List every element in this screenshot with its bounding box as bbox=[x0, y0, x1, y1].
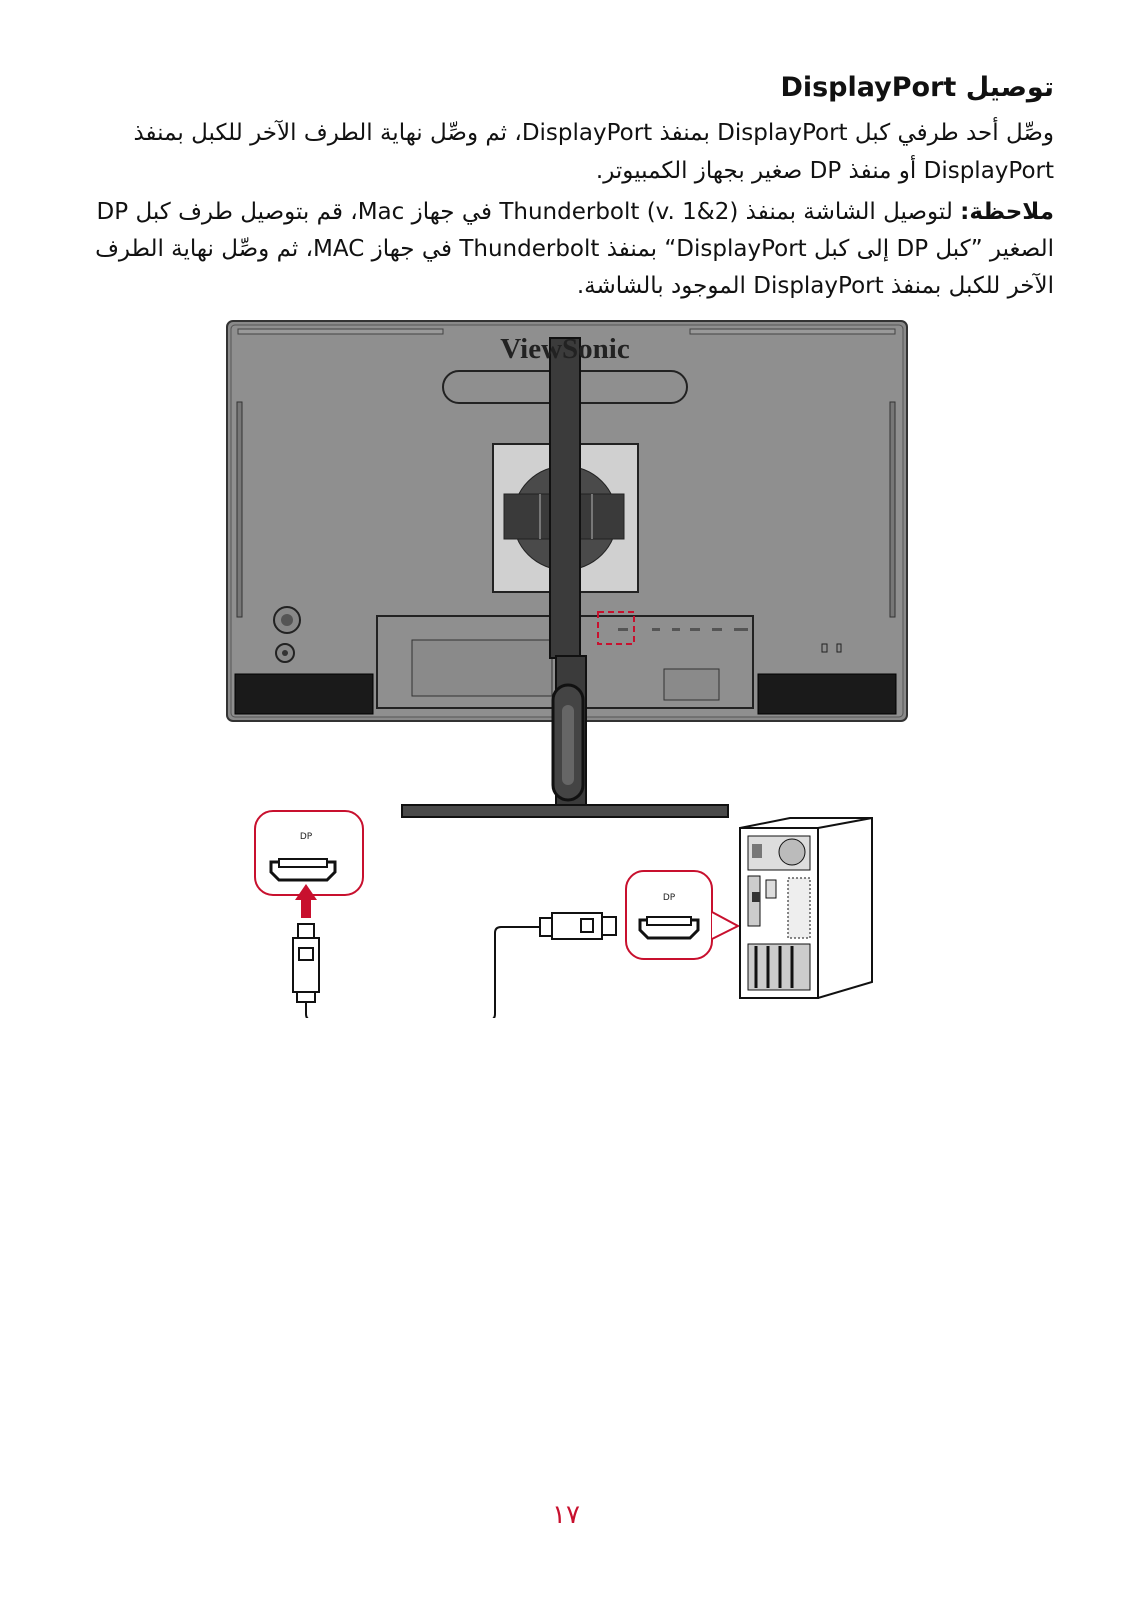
pc-dp-callout bbox=[625, 870, 741, 960]
pc-port-label: DP bbox=[663, 893, 676, 903]
pc-tower-icon bbox=[739, 817, 873, 999]
monitor-dp-callout bbox=[254, 810, 364, 896]
monitor-port-label: DP bbox=[300, 832, 313, 842]
arrow-up-icon bbox=[295, 884, 317, 918]
page-number: ١٧ bbox=[552, 1500, 580, 1530]
displayport-connector-icon bbox=[539, 912, 617, 940]
note-block: ملاحظة: لتوصيل الشاشة بمنفذ Thunderbolt … bbox=[94, 194, 1054, 305]
section-title: توصيل DisplayPort bbox=[780, 72, 1054, 103]
note-label: ملاحظة: bbox=[960, 199, 1054, 225]
displayport-connector-icon bbox=[292, 923, 320, 1003]
instruction-paragraph: وصِّل أحد طرفي كبل DisplayPort بمنفذ Dis… bbox=[133, 120, 1054, 184]
brand-logo: ViewSonic bbox=[500, 333, 630, 365]
connection-diagram: ViewSonic DP DP bbox=[226, 320, 908, 1018]
monitor-rear-icon bbox=[226, 320, 908, 818]
note-body: لتوصيل الشاشة بمنفذ Thunderbolt (v. 1&2)… bbox=[95, 199, 1054, 299]
